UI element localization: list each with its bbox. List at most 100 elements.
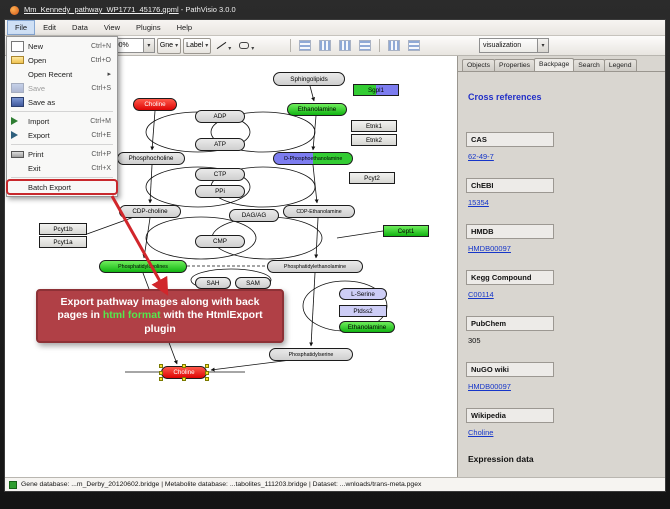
label-tool-button[interactable]: Label (183, 37, 212, 54)
menu-data[interactable]: Data (72, 23, 88, 32)
pathway-node-cdp-choline[interactable]: CDP-choline (119, 205, 181, 218)
menu-item-label: Export (28, 130, 50, 140)
pathway-node-sphingolipids[interactable]: Sphingolipids (273, 72, 345, 86)
pathway-node-dag-ag[interactable]: DAG/AG (229, 209, 279, 222)
annotation-segment: Export pathway images along with back pa… (57, 295, 260, 322)
pathway-node-atp[interactable]: ATP (195, 138, 245, 151)
xref-link-kegg-compound[interactable]: C00114 (468, 290, 494, 299)
annotation-segment: with the HtmlExport plugin (144, 309, 263, 335)
distribute-vertical-button[interactable] (356, 38, 374, 54)
stack-vertical-button[interactable] (405, 38, 423, 54)
menu-shortcut: Ctrl+P (91, 150, 111, 158)
menu-file[interactable]: File (7, 20, 36, 35)
tab-search[interactable]: Search (573, 59, 605, 71)
selection-handle[interactable] (159, 377, 163, 381)
selection-handle[interactable] (159, 364, 163, 368)
chevron-down-icon[interactable] (174, 42, 178, 49)
xref-link-chebi[interactable]: 15354 (468, 198, 489, 207)
distribute-horizontal-button[interactable] (336, 38, 354, 54)
chevron-down-icon[interactable] (142, 39, 154, 52)
pathway-node-sam[interactable]: SAM (235, 277, 271, 289)
selection-handle[interactable] (182, 377, 186, 381)
window-title-file: Mm_Kennedy_pathway_WP1771_45176.gpml (24, 5, 179, 14)
pathway-node-phosphocholine[interactable]: Phosphocholine (117, 152, 185, 165)
title-bar[interactable]: Mm_Kennedy_pathway_WP1771_45176.gpml - P… (0, 0, 670, 20)
pathway-node-ctp[interactable]: CTP (195, 168, 245, 181)
status-text: Gene database: ...m_Derby_20120602.bridg… (21, 481, 422, 488)
chevron-down-icon[interactable] (227, 37, 231, 55)
xref-header-cas: CAS (466, 132, 554, 147)
pathway-node-ppi[interactable]: PPi (195, 185, 245, 198)
file-menu-item-open-recent[interactable]: Open Recent (7, 67, 117, 81)
pathway-node-l-serine[interactable]: L-Serine (339, 288, 387, 300)
tab-legend[interactable]: Legend (603, 59, 637, 71)
selection-handle[interactable] (159, 370, 163, 375)
file-menu-item-save-as[interactable]: Save as (7, 95, 117, 109)
chevron-down-icon[interactable] (537, 39, 548, 52)
menu-item-label: Batch Export (28, 182, 71, 192)
xref-link-nugo-wiki[interactable]: HMDB00097 (468, 382, 511, 391)
chevron-down-icon[interactable] (250, 37, 254, 55)
pathway-node-phosphatidylethanolamine[interactable]: Phosphatidylethanolamine (267, 260, 363, 273)
pathway-node-pcyt1b[interactable]: Pcyt1b (39, 223, 87, 235)
menu-help[interactable]: Help (176, 23, 193, 32)
tab-backpage[interactable]: Backpage (534, 58, 575, 71)
xref-link-cas[interactable]: 62-49-7 (468, 152, 494, 161)
menu-edit[interactable]: Edit (43, 23, 57, 32)
pathway-node-pcyt2[interactable]: Pcyt2 (349, 172, 395, 184)
pathway-node-ethanolamine[interactable]: Ethanolamine (339, 321, 395, 333)
pathway-node-o-phosphoethanolamine[interactable]: O-Phosphoethanolamine (273, 152, 353, 165)
shape-tool-button[interactable] (236, 38, 257, 54)
visualization-combobox[interactable]: visualization (479, 38, 549, 53)
pathway-node-sgpl1[interactable]: Sgpl1 (353, 84, 399, 96)
pathway-node-ptdss2[interactable]: Ptdss2 (339, 305, 387, 317)
pathway-node-cmp[interactable]: CMP (195, 235, 245, 248)
pathway-node-cdp-ethanolamine[interactable]: CDP-Ethanolamine (283, 205, 355, 218)
pathway-node-choline[interactable]: Choline (133, 98, 177, 111)
tab-objects[interactable]: Objects (462, 59, 496, 71)
pathway-node-ethanolamine[interactable]: Ethanolamine (287, 103, 347, 116)
pathway-node-sah[interactable]: SAH (195, 277, 231, 289)
pathway-edges (86, 85, 388, 373)
line-icon (216, 41, 226, 51)
align-horizontal-button[interactable] (296, 38, 314, 54)
menu-view[interactable]: View (103, 23, 120, 32)
menu-separator (11, 144, 113, 145)
pathway-node-pcyt1a[interactable]: Pcyt1a (39, 236, 87, 248)
pathway-node-choline[interactable]: Choline (159, 364, 209, 381)
datanode-button-label: Gne (159, 42, 174, 49)
selection-handle[interactable] (205, 364, 209, 368)
menu-separator (11, 111, 113, 112)
align-vertical-button[interactable] (316, 38, 334, 54)
file-menu-item-batch-export[interactable]: Batch Export (6, 179, 118, 195)
pathway-node-adp[interactable]: ADP (195, 110, 245, 123)
pathway-node-etnk1[interactable]: Etnk1 (351, 120, 397, 132)
stack-horizontal-button[interactable] (385, 38, 403, 54)
line-tool-button[interactable] (213, 38, 234, 54)
toolbar-separator (379, 39, 381, 52)
xref-link-wikipedia[interactable]: Choline (468, 428, 494, 437)
printer-icon (11, 150, 24, 158)
pathway-node-cept1[interactable]: Cept1 (383, 225, 429, 237)
datanode-button[interactable]: Gne (156, 37, 182, 54)
window-title: Mm_Kennedy_pathway_WP1771_45176.gpml - P… (24, 5, 236, 14)
chevron-down-icon[interactable] (204, 42, 208, 49)
pathway-node-phosphatidylcholines[interactable]: Phosphatidylcholines (99, 260, 187, 273)
pathway-node-phosphatidylserine[interactable]: Phosphatidylserine (269, 348, 353, 361)
selection-handle[interactable] (205, 370, 209, 375)
selection-handle[interactable] (182, 364, 186, 368)
zoom-combobox[interactable]: 100% (106, 38, 155, 53)
menu-plugins[interactable]: Plugins (136, 23, 161, 32)
pathway-node-etnk2[interactable]: Etnk2 (351, 134, 397, 146)
tab-properties[interactable]: Properties (494, 59, 536, 71)
xref-link-hmdb[interactable]: HMDB00097 (468, 244, 511, 253)
selection-handle[interactable] (205, 377, 209, 381)
